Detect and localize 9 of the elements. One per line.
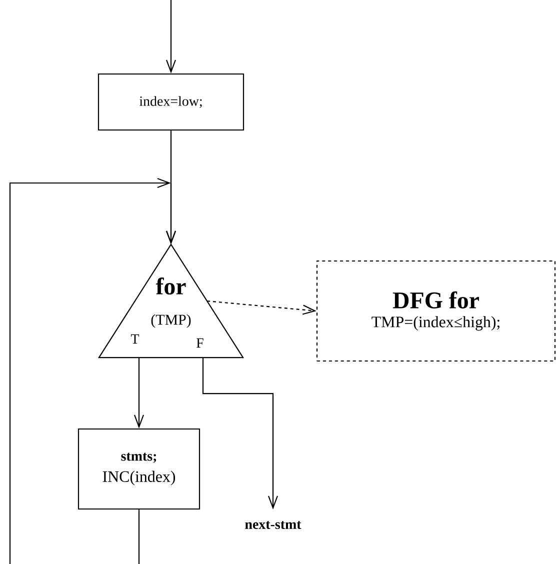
process-box: stmts; INC(index) xyxy=(78,428,200,510)
node-label: next-stmt xyxy=(245,521,302,529)
dfg-box: DFG for TMP=(index≤high); xyxy=(316,260,556,362)
arrow xyxy=(134,358,144,428)
process-box: index=low; xyxy=(98,73,244,131)
arrow xyxy=(206,300,316,315)
arrow xyxy=(202,358,278,510)
arrow xyxy=(166,0,176,74)
arrow xyxy=(9,178,176,564)
